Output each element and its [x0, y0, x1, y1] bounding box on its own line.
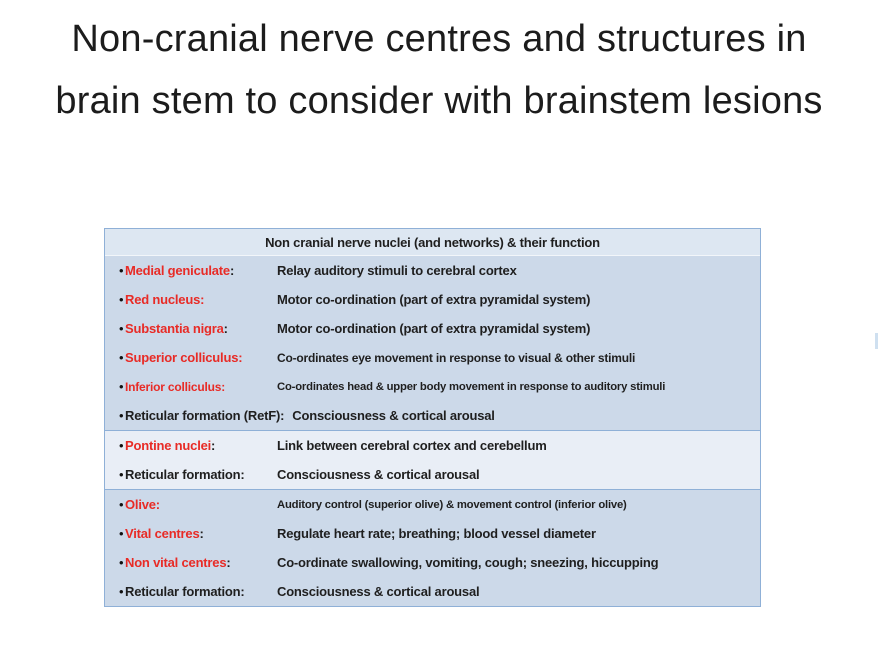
row-description: Motor co-ordination (part of extra pyram…: [277, 292, 591, 307]
row-label-colon: :: [155, 497, 160, 512]
row-label: Reticular formation (RetF):: [125, 408, 292, 423]
row-label-text: Reticular formation: [125, 584, 241, 599]
row-description: Motor co-ordination (part of extra pyram…: [277, 321, 591, 336]
row-label: Reticular formation:: [125, 584, 277, 599]
slide-title-line-1: Non-cranial nerve centres and structures…: [71, 18, 807, 60]
row-label: Inferior colliculus:: [125, 380, 277, 394]
row-label-text: Reticular formation: [125, 467, 241, 482]
row-label-colon: :: [223, 321, 228, 336]
row-label-text: Olive: [125, 497, 156, 512]
row-description: Relay auditory stimuli to cerebral corte…: [277, 263, 517, 278]
row-description: Consciousness & cortical arousal: [277, 584, 480, 599]
row-label-colon: :: [240, 584, 245, 599]
table-row: •Non vital centres:Co-ordinate swallowin…: [105, 548, 760, 577]
row-description: Auditory control (superior olive) & move…: [277, 498, 627, 511]
table-row: •Reticular formation (RetF):Consciousnes…: [105, 401, 760, 430]
table-row: •Superior colliculus:Co-ordinates eye mo…: [105, 343, 760, 372]
bullet-icon: •: [119, 497, 124, 512]
row-label: Olive:: [125, 497, 277, 512]
row-label-text: Inferior colliculus: [125, 379, 222, 394]
table-section-3: •Olive:Auditory control (superior olive)…: [105, 489, 760, 606]
table-section-1: •Medial geniculate:Relay auditory stimul…: [105, 256, 760, 430]
right-edge-artifact: [875, 333, 878, 349]
row-label: Medial geniculate:: [125, 263, 277, 278]
nuclei-function-table: Non cranial nerve nuclei (and networks) …: [104, 228, 761, 607]
row-label-colon: :: [240, 467, 245, 482]
bullet-icon: •: [119, 584, 124, 599]
row-description: Co-ordinate swallowing, vomiting, cough;…: [277, 555, 659, 570]
table-row: •Olive:Auditory control (superior olive)…: [105, 490, 760, 519]
row-label-colon: :: [238, 350, 243, 365]
bullet-icon: •: [119, 263, 124, 278]
bullet-icon: •: [119, 526, 124, 541]
row-description: Consciousness & cortical arousal: [277, 467, 480, 482]
row-description: Regulate heart rate; breathing; blood ve…: [277, 526, 596, 541]
bullet-icon: •: [119, 321, 124, 336]
table-body: •Medial geniculate:Relay auditory stimul…: [105, 256, 760, 606]
row-label: Superior colliculus:: [125, 350, 277, 365]
row-description: Co-ordinates head & upper body movement …: [277, 380, 666, 393]
table-row: •Red nucleus:Motor co-ordination (part o…: [105, 285, 760, 314]
table-row: •Vital centres:Regulate heart rate; brea…: [105, 519, 760, 548]
table-section-2: •Pontine nuclei:Link between cerebral co…: [105, 430, 760, 489]
bullet-icon: •: [119, 350, 124, 365]
row-label: Non vital centres:: [125, 555, 277, 570]
row-label-colon: :: [221, 379, 226, 394]
slide-title: Non-cranial nerve centres and structures…: [0, 8, 878, 132]
row-label-text: Medial geniculate: [125, 263, 230, 278]
slide-title-line-2: brain stem to consider with brainstem le…: [55, 80, 823, 122]
row-label-colon: :: [280, 408, 285, 423]
row-label-colon: :: [199, 526, 204, 541]
table-row: •Inferior colliculus:Co-ordinates head &…: [105, 372, 760, 401]
row-label-text: Superior colliculus: [125, 350, 239, 365]
bullet-icon: •: [119, 379, 124, 394]
row-description: Co-ordinates eye movement in response to…: [277, 350, 636, 365]
bullet-icon: •: [119, 555, 124, 570]
table-row: •Pontine nuclei:Link between cerebral co…: [105, 431, 760, 460]
row-description: Consciousness & cortical arousal: [292, 408, 495, 423]
table-row: •Substantia nigra:Motor co-ordination (p…: [105, 314, 760, 343]
table-row: •Reticular formation:Consciousness & cor…: [105, 460, 760, 489]
row-label-colon: :: [229, 263, 235, 278]
row-label-colon: :: [200, 292, 205, 307]
row-description: Link between cerebral cortex and cerebel…: [277, 438, 547, 453]
row-label: Reticular formation:: [125, 467, 277, 482]
bullet-icon: •: [119, 467, 124, 482]
row-label-text: Pontine nuclei: [125, 438, 212, 453]
table-header: Non cranial nerve nuclei (and networks) …: [105, 229, 760, 256]
row-label: Red nucleus:: [125, 292, 277, 307]
row-label-text: Vital centres: [125, 526, 200, 541]
row-label-colon: :: [226, 555, 231, 570]
row-label: Vital centres:: [125, 526, 277, 541]
row-label-text: Non vital centres: [125, 555, 227, 570]
bullet-icon: •: [119, 438, 124, 453]
table-row: •Reticular formation:Consciousness & cor…: [105, 577, 760, 606]
row-label: Pontine nuclei:: [125, 438, 277, 453]
row-label-text: Reticular formation (RetF): [125, 408, 281, 423]
row-label-text: Substantia nigra: [125, 321, 224, 336]
row-label-colon: :: [211, 438, 216, 453]
row-label-text: Red nucleus: [125, 292, 201, 307]
bullet-icon: •: [119, 292, 124, 307]
bullet-icon: •: [119, 408, 124, 423]
row-label: Substantia nigra:: [125, 321, 277, 336]
table-row: •Medial geniculate:Relay auditory stimul…: [105, 256, 760, 285]
